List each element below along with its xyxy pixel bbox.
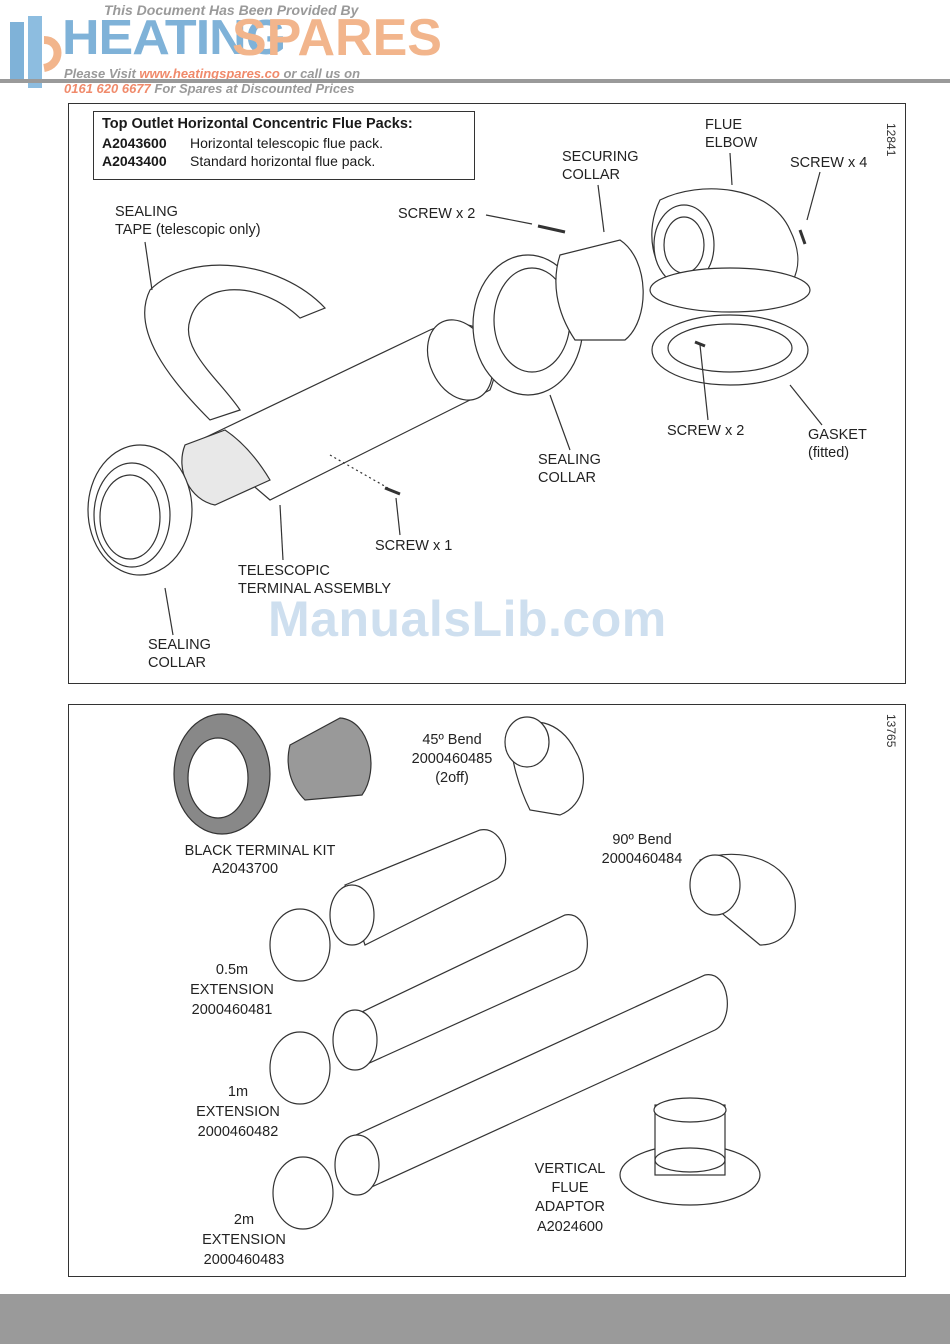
infobox-desc: Standard horizontal flue pack. [190,153,376,169]
extension-2m-clamp-drawing [272,1156,334,1230]
flue-pack-panel [68,103,906,684]
label-extension-2m: EXTENSION [202,1232,286,1248]
heating-spares-logo [4,10,68,88]
label-sealing-collar-left: COLLAR [148,655,207,671]
figure-number-2: 13765 [884,714,898,748]
label-bend90: 2000460484 [601,851,683,867]
infobox-title: Top Outlet Horizontal Concentric Flue Pa… [102,116,413,132]
label-flue-elbow: FLUE [705,117,743,133]
label-vertical-adaptor: VERTICAL [534,1161,606,1177]
label-sealing-tape: TAPE (telescopic only) [115,222,261,238]
infobox-code: A2043400 [102,153,167,169]
label-screw-x1: SCREW x 1 [375,538,453,554]
black-terminal-body-drawing [287,717,372,801]
label-bend45: 45º Bend [422,732,482,748]
header-divider [0,79,950,83]
visit-url-link[interactable]: www.heatingspares.co [139,66,280,81]
label-extension-1m: 2000460482 [197,1124,279,1140]
label-sealing-collar-mid: SEALING [538,452,601,468]
label-extension-1m: 1m [227,1084,249,1100]
infobox-desc: Horizontal telescopic flue pack. [190,135,383,151]
extension-05m-drawing [344,829,507,946]
label-gasket: GASKET [808,427,867,443]
brand-spares: SPARES [232,9,442,67]
label-telescopic: TELESCOPIC [238,563,330,579]
label-screw-x4: SCREW x 4 [790,155,868,171]
label-extension-05m: 0.5m [215,962,249,978]
label-vertical-adaptor: ADAPTOR [535,1199,605,1215]
securing-collar-drawing [555,239,644,341]
label-bend45: (2off) [435,770,469,786]
label-bend90: 90º Bend [612,832,672,848]
extension-05m-clamp-drawing [269,908,331,982]
figure-number-1: 12841 [884,123,898,157]
label-vertical-adaptor: A2024600 [536,1219,604,1235]
label-sealing-collar-left: SEALING [148,637,211,653]
phone-number: 0161 620 6677 [64,81,151,96]
manualslib-watermark: ManualsLib.com [268,591,667,647]
label-extension-05m: EXTENSION [190,982,274,998]
provided-by-text: This Document Has Been Provided By [104,2,359,18]
label-screw-x2-top: SCREW x 2 [398,206,476,222]
extension-1m-drawing [344,914,588,1066]
visit-prefix: Please Visit [64,66,136,81]
label-sealing-tape: SEALING [115,204,178,220]
label-securing-collar: SECURING [562,149,639,165]
visit-line: Please Visit www.heatingspares.co or cal… [64,66,360,81]
label-flue-elbow: ELBOW [705,135,758,151]
label-screw-x2-bottom: SCREW x 2 [667,423,745,439]
phone-line: 0161 620 6677 For Spares at Discounted P… [64,81,355,96]
sealing-tape-drawing [144,264,327,421]
phone-suffix: For Spares at Discounted Prices [154,81,355,96]
visit-suffix: or call us on [283,66,361,81]
extension-2m-drawing [344,974,728,1191]
footer-bar [0,1294,950,1344]
infobox-code: A2043600 [102,135,167,151]
label-extension-2m: 2000460483 [203,1252,285,1268]
label-black-terminal-kit: BLACK TERMINAL KIT [184,843,336,859]
label-sealing-collar-mid: COLLAR [538,470,597,486]
label-extension-2m: 2m [233,1212,255,1228]
label-securing-collar: COLLAR [562,167,621,183]
extension-1m-clamp-drawing [269,1031,331,1105]
infobox-row: A2043400 Standard horizontal flue pack. [102,153,375,169]
label-gasket: (fitted) [808,445,850,461]
gasket-drawing [651,314,809,386]
flue-pack-infobox: Top Outlet Horizontal Concentric Flue Pa… [93,111,475,180]
infobox-row: A2043600 Horizontal telescopic flue pack. [102,135,383,151]
accessories-panel [68,704,906,1277]
label-extension-1m: EXTENSION [196,1104,280,1120]
label-bend45: 2000460485 [411,751,493,767]
label-telescopic: TERMINAL ASSEMBLY [238,581,392,597]
label-vertical-adaptor: FLUE [551,1180,589,1196]
label-extension-05m: 2000460481 [191,1002,273,1018]
label-black-terminal-kit: A2043700 [211,861,279,877]
brand-heating: HEATING [62,10,286,66]
